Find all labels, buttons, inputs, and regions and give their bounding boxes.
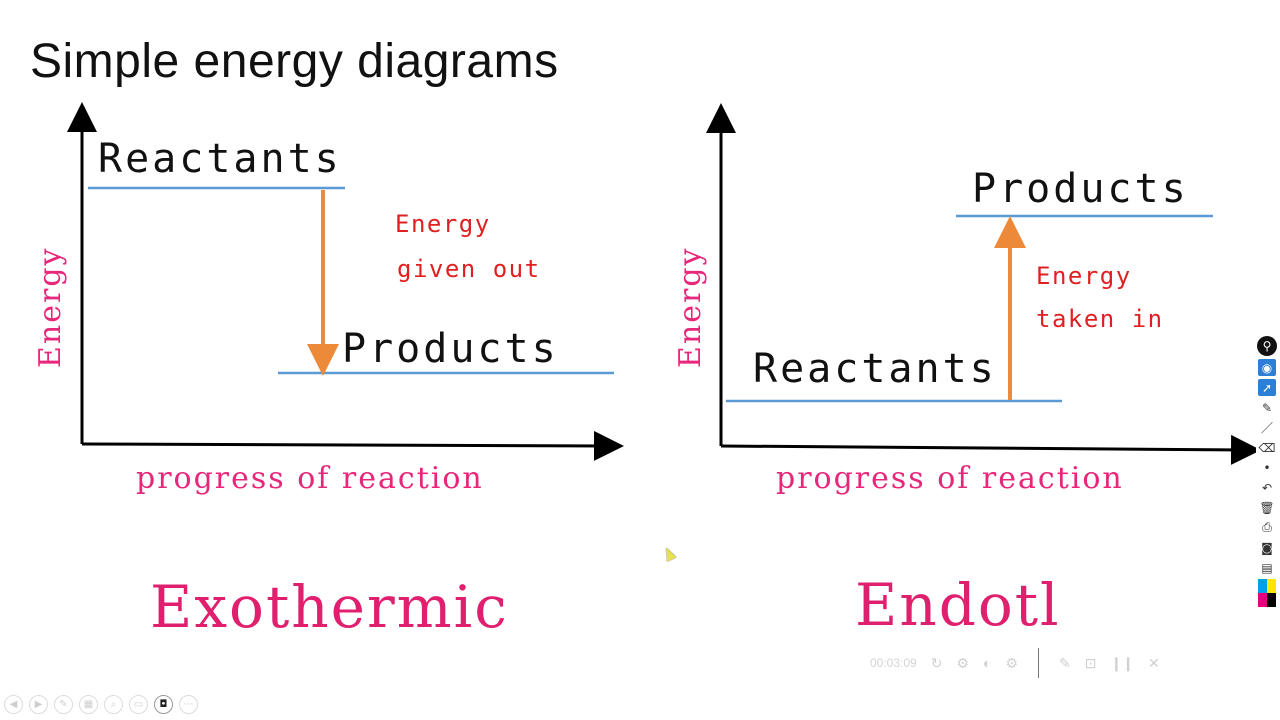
previous-slide-icon[interactable]: ◀ [4, 694, 23, 714]
cursor-icon[interactable]: ➚ [1258, 379, 1276, 396]
pen-tool-icon[interactable]: ✎ [54, 694, 73, 714]
exo-caption: Exothermic [150, 573, 509, 641]
endo-arrow-text-line1: Energy [1036, 262, 1132, 290]
highlighter-icon[interactable]: ✎ [1261, 400, 1273, 415]
camera-toggle-icon[interactable]: ◘ [154, 694, 173, 714]
close-icon[interactable]: ✕ [1147, 654, 1160, 671]
exo-reactants-label: Reactants [98, 136, 342, 182]
divider [1038, 648, 1040, 678]
eraser-icon[interactable]: ⌫ [1258, 440, 1276, 455]
endo-x-axis-label: progress of reaction [776, 461, 1124, 496]
color-swatch-icon[interactable] [1258, 579, 1276, 607]
more-options-icon[interactable]: ⋯ [179, 694, 198, 714]
refresh-icon[interactable]: ↻ [930, 654, 943, 671]
exo-x-axis-label: progress of reaction [136, 461, 484, 496]
pause-icon[interactable]: ❙❙ [1110, 654, 1134, 671]
endo-products-label: Products [972, 166, 1189, 212]
annotation-toolbar: ⚲ ◉ ➚ ✎ ／ ⌫ • ↶ 🗑 ⎙ ◙ ▤ [1256, 336, 1278, 607]
subtitles-icon[interactable]: ▭ [129, 694, 148, 714]
next-slide-icon[interactable]: ▶ [29, 694, 48, 714]
pencil-icon[interactable]: ✎ [1059, 654, 1071, 671]
settings-icon[interactable]: ⚙ [956, 654, 970, 671]
dot-icon[interactable]: • [1263, 460, 1271, 475]
printer-icon[interactable]: ⎙ [1262, 520, 1272, 534]
exo-arrow-text-line1: Energy [395, 210, 491, 238]
trash-icon[interactable]: 🗑 [1259, 500, 1275, 515]
audio-icon[interactable]: ◐ [983, 655, 992, 671]
slideshow-nav: ◀ ▶ ✎ ▦ ⌕ ▭ ◘ ⋯ [4, 692, 198, 716]
pin-icon[interactable]: ⚲ [1257, 336, 1277, 356]
exo-y-axis-label: Energy [33, 247, 68, 368]
webcam-icon[interactable]: ⊡ [1084, 654, 1097, 671]
endo-y-axis-label: Energy [673, 247, 708, 368]
recording-timer: 00:03:09 [870, 656, 917, 670]
eye-icon[interactable]: ◉ [1258, 359, 1276, 376]
undo-icon[interactable]: ↶ [1261, 480, 1273, 495]
endo-caption: Endotl [855, 571, 1061, 639]
slide-title: Simple energy diagrams [30, 35, 559, 88]
endo-x-axis [720, 434, 1261, 465]
pen-icon[interactable]: ／ [1260, 421, 1273, 435]
camera-icon[interactable]: ◙ [1261, 540, 1273, 555]
endo-arrow-text-line2: taken in [1036, 305, 1164, 333]
gear-icon[interactable]: ⚙ [1005, 654, 1019, 671]
endo-reactants-label: Reactants [753, 346, 997, 392]
exo-products-label: Products [342, 326, 559, 372]
exo-arrow-text-line2: given out [397, 255, 541, 283]
recording-controls: 00:03:09 ↻ ⚙ ◐ ⚙ ✎ ⊡ ❙❙ ✕ [870, 648, 1270, 678]
clipboard-icon[interactable]: ▤ [1261, 560, 1273, 575]
zoom-icon[interactable]: ⌕ [104, 694, 123, 714]
exo-x-axis [81, 430, 624, 461]
slides-grid-icon[interactable]: ▦ [79, 694, 98, 714]
exothermic-diagram: Energy Reactants Products Energy given o… [33, 102, 624, 641]
endothermic-diagram: Energy Products Reactants Energy taken i… [673, 103, 1261, 639]
